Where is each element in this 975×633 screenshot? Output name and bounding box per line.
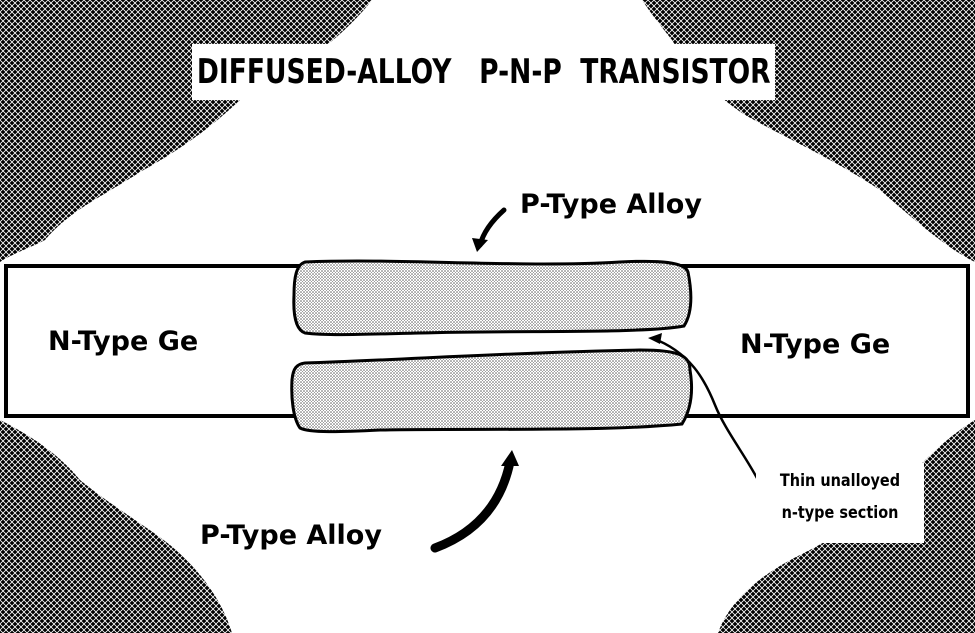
diagram-title: DIFFUSED-ALLOY P-N-P TRANSISTOR [196, 52, 771, 92]
annotation-line-1: Thin unalloyed [779, 471, 901, 491]
annotation-leader-line [651, 336, 760, 481]
corner-bottom-left [0, 420, 232, 633]
arrow-bottom-alloy [430, 457, 515, 553]
corner-top-left [0, 0, 372, 262]
annotation-box: Thin unalloyed n-type section [756, 463, 924, 543]
corner-bottom-right [718, 420, 975, 633]
arrow-top-alloy-head [472, 238, 488, 252]
p-alloy-region-top [292, 259, 693, 337]
title-banner: DIFFUSED-ALLOY P-N-P TRANSISTOR [192, 44, 775, 100]
label-n-type-left: N-Type Ge [48, 326, 199, 357]
label-p-alloy-top: P-Type Alloy [520, 189, 702, 220]
annotation-line-2: n-type section [781, 503, 899, 523]
arrow-bottom-alloy-head [501, 450, 519, 466]
corner-top-right [642, 0, 975, 262]
label-n-type-right: N-Type Ge [740, 329, 891, 360]
p-alloy-region-bottom [290, 348, 693, 434]
annotation-leader-arrowhead [648, 333, 662, 344]
label-p-alloy-bottom: P-Type Alloy [200, 520, 382, 551]
